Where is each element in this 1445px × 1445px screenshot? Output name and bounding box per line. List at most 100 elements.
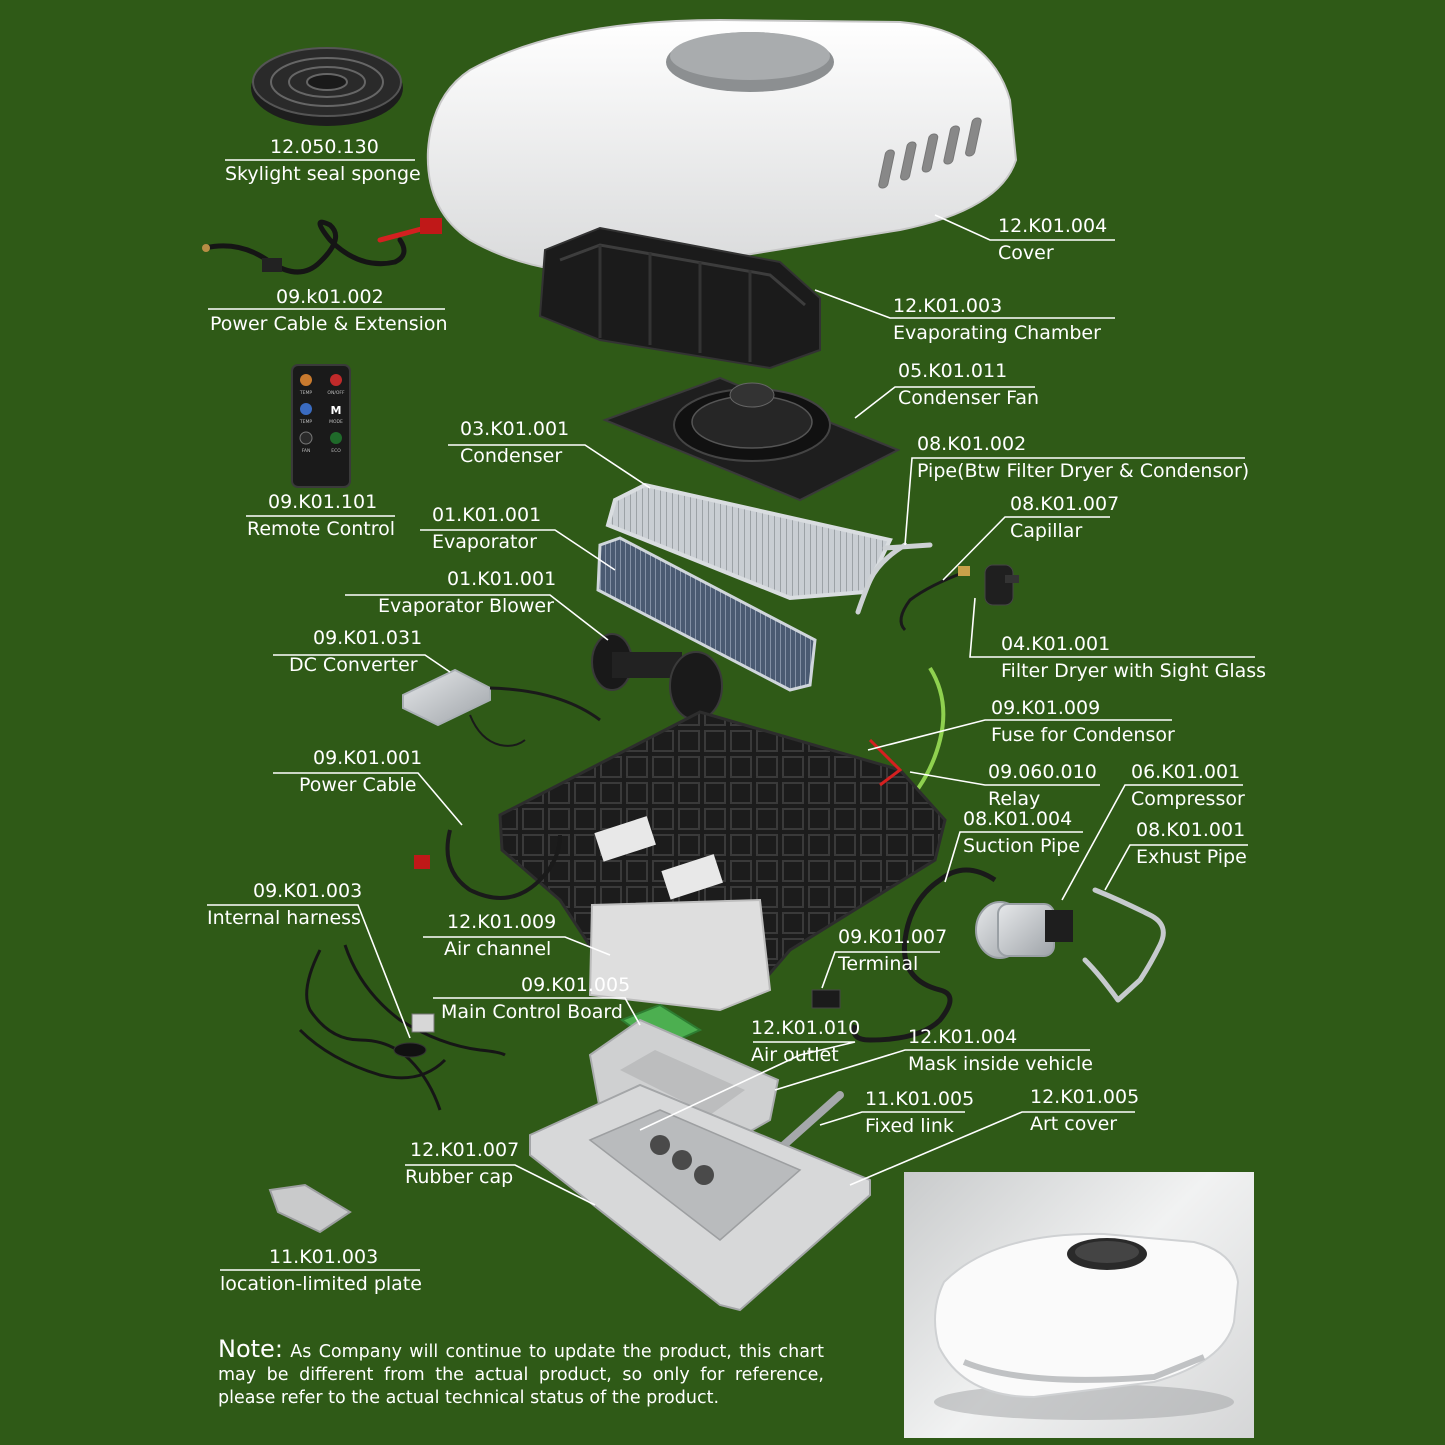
part-label-condenser-fan: 05.K01.011 Condenser Fan <box>898 358 1039 412</box>
exhust-pipe-illustration <box>1085 890 1163 1000</box>
part-code: 06.K01.001 <box>1131 759 1245 786</box>
part-label-air-outlet: 12.K01.010 Air outlet <box>751 1015 860 1069</box>
part-label-dc-converter: 09.K01.031 DC Converter <box>313 625 422 679</box>
part-code: 12.K01.009 <box>447 909 556 936</box>
assembled-unit-illustration <box>904 1172 1254 1438</box>
location-limited-plate-illustration <box>270 1185 350 1232</box>
part-label-pipe-filter-dryer-condensor: 08.K01.002 Pipe(Btw Filter Dryer & Conde… <box>917 431 1249 485</box>
part-label-suction-pipe: 08.K01.004 Suction Pipe <box>963 806 1080 860</box>
part-code: 01.K01.001 <box>447 566 556 593</box>
part-label-internal-harness: 09.K01.003 Internal harness <box>253 878 362 932</box>
part-code: 12.K01.010 <box>751 1015 860 1042</box>
part-label-fuse-for-condensor: 09.K01.009 Fuse for Condensor <box>991 695 1175 749</box>
part-code: 12.K01.003 <box>893 293 1101 320</box>
part-label-power-cable: 09.K01.001 Power Cable <box>313 745 422 799</box>
part-code: 12.050.130 <box>270 134 421 161</box>
part-name: Condenser Fan <box>898 385 1039 412</box>
note-body: As Company will continue to update the p… <box>218 1342 824 1408</box>
part-name: Power Cable <box>299 772 422 799</box>
part-label-cover: 12.K01.004 Cover <box>998 213 1107 267</box>
part-label-condenser: 03.K01.001 Condenser <box>460 416 569 470</box>
part-label-mask-inside-vehicle: 12.K01.004 Mask inside vehicle <box>908 1024 1093 1078</box>
part-name: Condenser <box>460 443 569 470</box>
remote-button-label: ON/OFF <box>327 390 345 396</box>
part-label-air-channel: 12.K01.009 Air channel <box>447 909 556 963</box>
part-code: 11.K01.003 <box>269 1244 422 1271</box>
part-label-art-cover: 12.K01.005 Art cover <box>1030 1084 1139 1138</box>
part-name: Exhust Pipe <box>1136 844 1247 871</box>
part-code: 05.K01.011 <box>898 358 1039 385</box>
remote-button-label: FAN <box>302 448 311 454</box>
part-code: 09.K01.031 <box>313 625 422 652</box>
part-label-rubber-cap: 12.K01.007 Rubber cap <box>410 1137 519 1191</box>
part-label-exhust-pipe: 08.K01.001 Exhust Pipe <box>1136 817 1247 871</box>
part-name: Suction Pipe <box>963 833 1080 860</box>
remote-button-label: TEMP <box>299 390 312 396</box>
note-heading: Note: <box>218 1335 283 1363</box>
part-name: Power Cable & Extension <box>210 311 448 338</box>
seal-sponge-illustration <box>251 48 403 126</box>
part-label-relay: 09.060.010 Relay <box>988 759 1097 813</box>
part-label-terminal: 09.K01.007 Terminal <box>838 924 947 978</box>
part-name: Terminal <box>838 951 947 978</box>
part-code: 09.K01.003 <box>253 878 362 905</box>
part-code: 09.K01.005 <box>521 972 630 999</box>
cover-illustration <box>428 20 1016 273</box>
part-code: 12.K01.007 <box>410 1137 519 1164</box>
part-name: Fuse for Condensor <box>991 722 1175 749</box>
part-code: 08.K01.002 <box>917 431 1249 458</box>
part-name: Mask inside vehicle <box>908 1051 1093 1078</box>
power-cable-extension-illustration <box>202 218 442 272</box>
dc-converter-illustration <box>403 670 600 746</box>
part-code: 09.k01.002 <box>276 284 448 311</box>
part-code: 11.K01.005 <box>865 1086 974 1113</box>
part-code: 12.K01.004 <box>908 1024 1093 1051</box>
part-label-evaporator-blower: 01.K01.001 Evaporator Blower <box>447 566 556 620</box>
part-code: 09.K01.009 <box>991 695 1175 722</box>
part-name: Pipe(Btw Filter Dryer & Condensor) <box>917 458 1249 485</box>
part-name: Rubber cap <box>405 1164 519 1191</box>
part-label-capillar: 08.K01.007 Capillar <box>1010 491 1119 545</box>
capillar-illustration <box>901 566 970 630</box>
part-label-remote-control: 09.K01.101 Remote Control <box>268 489 395 543</box>
condenser-fan-illustration <box>605 378 898 500</box>
part-name: Art cover <box>1030 1111 1139 1138</box>
part-name: Cover <box>998 240 1107 267</box>
part-label-evaporator: 01.K01.001 Evaporator <box>432 502 541 556</box>
terminal-illustration <box>812 990 840 1008</box>
disclaimer-note: Note: As Company will continue to update… <box>218 1338 824 1410</box>
compressor-illustration <box>976 902 1073 958</box>
part-label-skylight-seal-sponge: 12.050.130 Skylight seal sponge <box>270 134 421 188</box>
part-name: location-limited plate <box>220 1271 422 1298</box>
remote-mode-glyph: M <box>331 404 342 417</box>
part-name: Evaporator <box>432 529 541 556</box>
part-code: 01.K01.001 <box>432 502 541 529</box>
part-name: Compressor <box>1131 786 1245 813</box>
part-code: 08.K01.007 <box>1010 491 1119 518</box>
part-code: 08.K01.001 <box>1136 817 1247 844</box>
remote-button-label: ECO <box>331 448 341 454</box>
part-code: 03.K01.001 <box>460 416 569 443</box>
part-name: Remote Control <box>247 516 395 543</box>
part-label-fixed-link: 11.K01.005 Fixed link <box>865 1086 974 1140</box>
remote-button-label: MODE <box>329 419 343 425</box>
filter-dryer-illustration <box>985 565 1019 605</box>
part-name: Internal harness <box>207 905 362 932</box>
part-code: 12.K01.005 <box>1030 1084 1139 1111</box>
part-name: Filter Dryer with Sight Glass <box>1001 658 1266 685</box>
remote-control-illustration: M TEMP ON/OFF TEMP MODE FAN ECO <box>292 365 350 487</box>
part-code: 12.K01.004 <box>998 213 1107 240</box>
internal-harness-illustration <box>300 945 505 1110</box>
part-name: Capillar <box>1010 518 1119 545</box>
assembled-unit-photo <box>904 1172 1254 1438</box>
part-code: 09.K01.101 <box>268 489 395 516</box>
part-label-filter-dryer-sight-glass: 04.K01.001 Filter Dryer with Sight Glass <box>1001 631 1266 685</box>
part-label-compressor: 06.K01.001 Compressor <box>1131 759 1245 813</box>
part-code: 09.K01.001 <box>313 745 422 772</box>
part-label-evaporating-chamber: 12.K01.003 Evaporating Chamber <box>893 293 1101 347</box>
part-label-main-control-board: 09.K01.005 Main Control Board <box>521 972 630 1026</box>
part-name: Evaporating Chamber <box>893 320 1101 347</box>
part-name: DC Converter <box>289 652 422 679</box>
part-name: Air outlet <box>751 1042 860 1069</box>
